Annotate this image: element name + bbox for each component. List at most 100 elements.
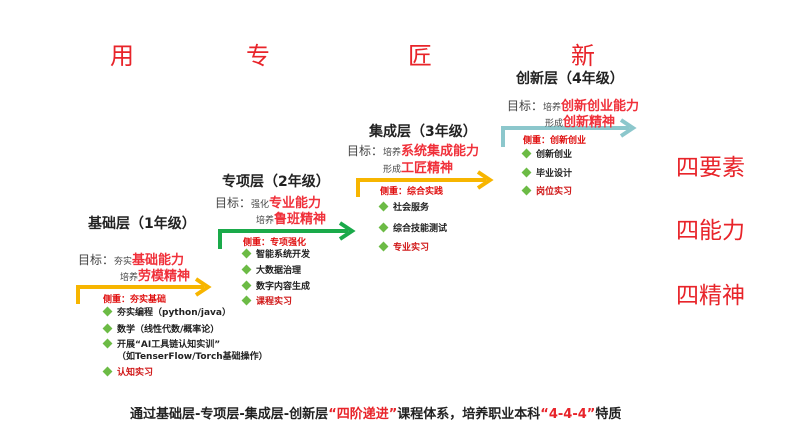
item-text: 综合技能测试 — [393, 224, 448, 234]
goal-prefix: 培养 — [120, 273, 139, 283]
layer-1-goal1: 目标：夯实基础能力 — [78, 249, 184, 268]
layer-4-goal1: 目标：培养创新创业能力 — [507, 95, 639, 114]
list-item: 社会服务 — [378, 200, 430, 213]
arrow-layer-1 — [76, 285, 204, 304]
layer-1-focus: 侧重：夯实基础 — [103, 295, 167, 305]
goal-label: 目标： — [347, 144, 384, 158]
goal-ability: 创新创业能力 — [561, 99, 640, 114]
right-label: 四精神 — [676, 283, 745, 309]
diamond-bullet-icon — [241, 248, 252, 259]
arrowhead-layer-3 — [476, 170, 494, 190]
list-item: 夯实编程（python/java） — [102, 305, 231, 318]
arrowhead-layer-1 — [194, 277, 212, 297]
diamond-bullet-icon — [102, 366, 113, 377]
goal-ability: 基础能力 — [132, 253, 185, 268]
diamond-bullet-icon — [378, 201, 389, 212]
list-item: 毕业设计 — [521, 166, 573, 179]
goal-ability: 系统集成能力 — [401, 144, 480, 159]
arrow-layer-3 — [356, 178, 486, 197]
goal-spirit: 劳模精神 — [138, 269, 191, 284]
goal-spirit: 工匠精神 — [401, 161, 454, 176]
diamond-bullet-icon — [241, 280, 252, 291]
item-text: 岗位实习 — [536, 187, 573, 197]
diamond-bullet-icon — [521, 185, 532, 196]
item-text: 数学（线性代数/概率论） — [117, 325, 220, 335]
right-label: 四能力 — [676, 218, 745, 244]
diamond-bullet-icon — [241, 295, 252, 306]
list-item: 数学（线性代数/概率论） — [102, 322, 220, 335]
footer-part: 特质 — [595, 407, 622, 422]
header-char: 新 — [571, 42, 595, 70]
goal-label: 目标： — [507, 99, 544, 113]
goal-prefix: 形成 — [545, 119, 564, 129]
list-item: 开展“AI工具链认知实训” — [102, 337, 221, 350]
list-item: 岗位实习 — [521, 184, 573, 197]
item-text: （如TenserFlow/Torch基础操作） — [117, 352, 268, 362]
layer-2-goal2: 培养鲁班精神 — [256, 208, 326, 227]
item-text: 课程实习 — [256, 297, 293, 307]
layer-4-focus: 侧重：创新创业 — [523, 136, 587, 146]
list-item: 综合技能测试 — [378, 221, 448, 234]
footer-highlight: “4-4-4” — [540, 407, 596, 422]
item-text: 夯实编程（python/java） — [117, 308, 231, 318]
layer-1-goal2: 培养劳模精神 — [120, 265, 190, 284]
goal-prefix: 培养 — [543, 103, 562, 113]
diamond-bullet-icon — [102, 338, 113, 349]
right-label: 四要素 — [676, 155, 745, 181]
diamond-bullet-icon — [521, 167, 532, 178]
footer-text: 通过基础层-专项层-集成层-创新层“四阶递进”课程体系，培养职业本科“4-4-4… — [130, 403, 621, 422]
item-text: 开展“AI工具链认知实训” — [117, 340, 221, 350]
arrowhead-layer-4 — [619, 118, 637, 138]
item-text: 毕业设计 — [536, 169, 573, 179]
list-item: 专业实习 — [378, 240, 430, 253]
diamond-bullet-icon — [378, 222, 389, 233]
arrow-layer-4 — [501, 126, 629, 147]
goal-prefix: 夯实 — [114, 257, 133, 267]
list-item: 大数据治理 — [241, 263, 302, 276]
list-item: 数字内容生成 — [241, 279, 311, 292]
item-text: 数字内容生成 — [256, 282, 311, 292]
layer-2-title: 专项层（2年级） — [222, 174, 330, 190]
goal-prefix: 强化 — [251, 200, 270, 210]
layer-3-title: 集成层（3年级） — [369, 124, 477, 140]
goal-prefix: 形成 — [383, 165, 402, 175]
list-item: 创新创业 — [521, 147, 573, 160]
diamond-bullet-icon — [102, 306, 113, 317]
layer-1-title: 基础层（1年级） — [88, 216, 196, 232]
item-text: 专业实习 — [393, 243, 430, 253]
header-char: 匠 — [408, 42, 432, 70]
item-text: 社会服务 — [393, 203, 430, 213]
arrow-layer-2 — [218, 229, 348, 249]
footer-part: 课程体系，培养职业本科 — [397, 407, 541, 422]
item-text: 认知实习 — [117, 368, 154, 378]
layer-2-goal1: 目标：强化专业能力 — [215, 192, 321, 211]
layer-3-goal1: 目标：培养系统集成能力 — [347, 140, 479, 159]
goal-prefix: 培养 — [383, 148, 402, 158]
header-char: 专 — [246, 42, 270, 70]
diamond-bullet-icon — [521, 148, 532, 159]
layer-3-focus: 侧重：综合实践 — [380, 187, 444, 197]
layer-3-goal2: 形成工匠精神 — [383, 157, 453, 176]
goal-spirit: 鲁班精神 — [274, 212, 327, 227]
goal-spirit: 创新精神 — [563, 115, 616, 130]
diamond-bullet-icon — [378, 241, 389, 252]
goal-prefix: 培养 — [256, 216, 275, 226]
layer-4-title: 创新层（4年级） — [516, 71, 624, 87]
list-item: 课程实习 — [241, 294, 293, 307]
header-char: 用 — [110, 42, 134, 70]
item-text: 大数据治理 — [256, 266, 302, 276]
footer-highlight: “四阶递进” — [328, 407, 398, 422]
diamond-bullet-icon — [102, 323, 113, 334]
footer-part: 通过基础层-专项层-集成层-创新层 — [130, 407, 329, 422]
goal-label: 目标： — [78, 253, 115, 267]
goal-label: 目标： — [215, 196, 252, 210]
list-item-sub: （如TenserFlow/Torch基础操作） — [117, 349, 268, 362]
item-text: 智能系统开发 — [256, 250, 311, 260]
list-item: 认知实习 — [102, 365, 154, 378]
layer-4-goal2: 形成创新精神 — [545, 111, 615, 130]
list-item: 智能系统开发 — [241, 247, 311, 260]
layer-2-focus: 侧重：专项强化 — [243, 238, 307, 248]
goal-ability: 专业能力 — [269, 196, 322, 211]
item-text: 创新创业 — [536, 150, 573, 160]
